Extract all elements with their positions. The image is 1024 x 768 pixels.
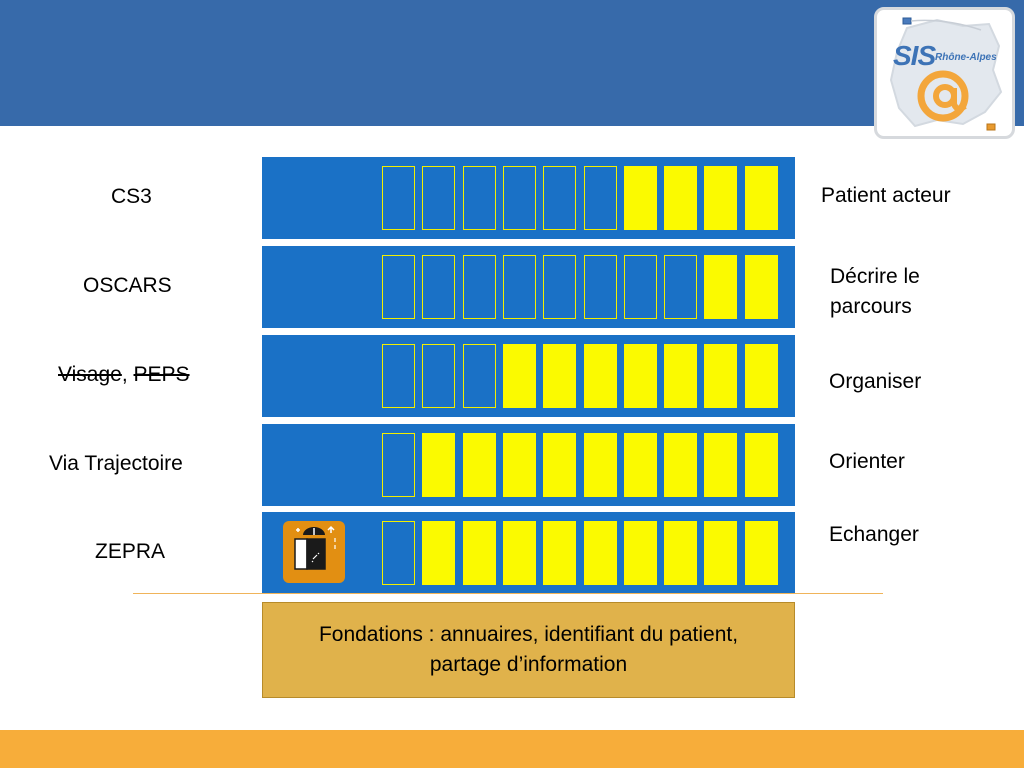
maturity-cell-filled (744, 344, 778, 408)
maturity-band-visage-peps (262, 335, 795, 417)
maturity-cell-empty (462, 166, 496, 230)
foundation-text-line-1: Fondations : annuaires, identifiant du p… (318, 622, 739, 646)
maturity-cell-filled (623, 521, 657, 585)
row-label-zepra: ZEPRA (95, 540, 166, 563)
maturity-cell-filled (583, 521, 617, 585)
level-label-line: Organiser (829, 370, 922, 393)
maturity-cell-empty (382, 433, 415, 497)
maturity-cell-empty (623, 255, 657, 319)
maturity-cell-empty (422, 166, 456, 230)
maturity-cell-filled (543, 521, 577, 585)
maturity-cell-empty (382, 521, 415, 585)
maturity-cell-filled (704, 166, 738, 230)
maturity-cell-filled (744, 433, 778, 497)
maturity-cell-empty (382, 344, 415, 408)
maturity-cell-filled (744, 255, 778, 319)
level-label-organiser: Organiser (829, 367, 921, 397)
row-label-oscars: OSCARS (83, 274, 172, 297)
maturity-cell-empty (462, 255, 496, 319)
footer-band (0, 730, 1024, 768)
maturity-band-zepra (262, 512, 795, 594)
level-label-line: parcours (830, 295, 912, 319)
level-label-patient-acteur: Patient acteur (821, 181, 951, 211)
maturity-cell-filled (502, 433, 536, 497)
maturity-cell-empty (462, 344, 496, 408)
maturity-cell-empty (543, 255, 577, 319)
maturity-cell-empty (502, 255, 536, 319)
maturity-cell-filled (664, 433, 698, 497)
maturity-cell-filled (422, 433, 456, 497)
level-label-line: Orienter (829, 450, 905, 473)
maturity-cell-empty (422, 255, 456, 319)
maturity-cell-filled (583, 344, 617, 408)
maturity-cell-filled (543, 433, 577, 497)
maturity-cell-filled (502, 521, 536, 585)
maturity-cell-filled (664, 344, 698, 408)
foundation-box: Fondations : annuaires, identifiant du p… (262, 602, 795, 698)
maturity-cell-empty (583, 166, 617, 230)
logo-brand: SIS (893, 40, 936, 71)
level-label-line: Patient acteur (821, 184, 951, 207)
maturity-cell-filled (744, 521, 778, 585)
rhone-alpes-map-icon (889, 17, 1003, 131)
level-label-orienter: Orienter (829, 447, 905, 477)
level-label-line: Décrire le (830, 265, 920, 288)
maturity-cell-filled (704, 433, 738, 497)
maturity-cell-filled (744, 166, 778, 230)
row-label-peps: PEPS (133, 363, 190, 386)
row-label-visage: Visage (58, 363, 122, 386)
maturity-band-cs3 (262, 157, 795, 239)
logo: SIS Rhône-Alpes (874, 7, 1015, 139)
maturity-cell-empty (502, 166, 536, 230)
level-label-decrire-le-parcours: Décrire le parcours (830, 262, 920, 323)
maturity-band-oscars (262, 246, 795, 328)
maturity-cell-filled (704, 344, 738, 408)
row-label-via-trajectoire: Via Trajectoire (49, 452, 183, 475)
maturity-cell-filled (704, 255, 738, 319)
level-label-echanger: Echanger (829, 520, 919, 550)
maturity-band-via-trajectoire (262, 424, 795, 506)
maturity-cell-filled (704, 521, 738, 585)
header-band (0, 0, 1024, 126)
maturity-cell-filled (664, 521, 698, 585)
maturity-cell-empty (664, 255, 698, 319)
maturity-cell-filled (583, 433, 617, 497)
maturity-cell-empty (422, 344, 456, 408)
maturity-cell-filled (543, 344, 577, 408)
maturity-cell-filled (462, 433, 496, 497)
level-label-line: Echanger (829, 523, 919, 546)
foundation-divider (133, 593, 883, 594)
row-label-visage-peps: Visage, PEPS (58, 362, 190, 387)
maturity-cell-filled (462, 521, 496, 585)
maturity-cell-empty (382, 166, 415, 230)
maturity-cell-filled (502, 344, 536, 408)
maturity-cell-filled (422, 521, 456, 585)
logo-region: Rhône-Alpes (935, 52, 997, 63)
maturity-cell-empty (382, 255, 415, 319)
maturity-cell-filled (623, 433, 657, 497)
elevator-icon (283, 521, 345, 583)
maturity-cell-empty (583, 255, 617, 319)
row-label-cs3: CS3 (111, 185, 152, 208)
maturity-cell-empty (543, 166, 577, 230)
foundation-text-line-2: partage d’information (429, 653, 628, 676)
maturity-cell-filled (664, 166, 698, 230)
maturity-cell-filled (623, 166, 657, 230)
maturity-cell-filled (623, 344, 657, 408)
row-label-separator: , (121, 363, 134, 386)
